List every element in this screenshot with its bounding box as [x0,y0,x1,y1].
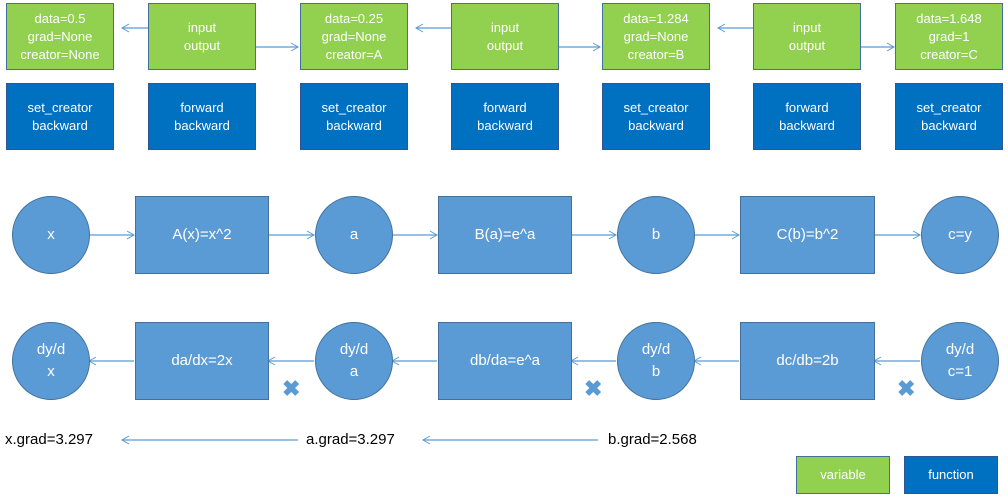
function-C-methods: forward backward [753,83,861,150]
method-set-creator: set_creator [623,99,689,115]
node-label-bottom: c=1 [947,363,973,380]
method-backward: backward [174,117,230,133]
function-C-input: input [792,19,822,35]
variable-c-methods: set_creator backward [895,83,1003,150]
method-forward: forward [483,99,527,115]
variable-x-methods: set_creator backward [6,83,114,150]
node-label-bottom: b [651,363,661,380]
variable-c-creator: creator=C [920,46,978,62]
backward-function-db-da: db/da=e^a [438,322,572,400]
x-grad-label: x.grad=3.297 [5,431,93,448]
function-B-output: output [486,37,524,53]
variable-a-methods: set_creator backward [300,83,408,150]
forward-function-C: C(b)=b^2 [740,196,875,274]
method-backward: backward [32,117,88,133]
node-label: x [47,226,55,243]
node-label: a [349,226,359,243]
multiply-icon: ✖ [897,376,916,401]
function-label: dc/db=2b [776,352,839,369]
function-B-box: input output [451,3,559,70]
method-set-creator: set_creator [27,99,93,115]
legend-function-label: function [928,467,974,482]
function-label: db/da=e^a [469,352,541,369]
variable-x-data: data=0.5 [34,10,86,26]
variable-b-creator: creator=B [627,46,685,62]
backward-node-dc: dy/d c=1 [921,322,999,400]
node-label-bottom: x [47,363,55,380]
node-label: c=y [948,226,972,243]
backward-node-db: dy/d b [617,322,695,400]
function-A-input: input [187,19,217,35]
variable-x-box: data=0.5 grad=None creator=None [6,3,114,70]
function-A-methods: forward backward [148,83,256,150]
variable-c-data: data=1.648 [916,10,982,26]
backward-function-da-dx: da/dx=2x [135,322,269,400]
method-backward: backward [628,117,684,133]
method-backward: backward [779,117,835,133]
a-grad-label: a.grad=3.297 [306,431,395,448]
method-set-creator: set_creator [321,99,387,115]
variable-b-box: data=1.284 grad=None creator=B [602,3,710,70]
forward-node-b: b [617,196,695,274]
node-label: b [651,226,661,243]
backward-function-dc-db: dc/db=2b [740,322,875,400]
variable-a-box: data=0.25 grad=None creator=A [300,3,408,70]
variable-b-data: data=1.284 [623,10,689,26]
backward-node-dx: dy/d x [12,322,90,400]
forward-node-a: a [315,196,393,274]
forward-node-x: x [12,196,90,274]
function-A-box: input output [148,3,256,70]
b-grad-label: b.grad=2.568 [608,431,697,448]
multiply-icon: ✖ [282,376,301,401]
variable-b-grad: grad=None [623,28,689,44]
node-label-top: dy/d [339,341,369,358]
variable-a-grad: grad=None [321,28,387,44]
function-C-box: input output [753,3,861,70]
node-label-top: dy/d [945,341,975,358]
function-A-output: output [183,37,221,53]
variable-a-data: data=0.25 [324,10,384,26]
node-label-top: dy/d [641,341,671,358]
method-backward: backward [477,117,533,133]
function-B-input: input [490,19,520,35]
function-label: C(b)=b^2 [776,226,839,243]
function-label: A(x)=x^2 [172,226,232,243]
forward-node-c: c=y [921,196,999,274]
function-B-methods: forward backward [451,83,559,150]
method-forward: forward [180,99,224,115]
variable-c-grad: grad=1 [928,28,970,44]
node-label-top: dy/d [36,341,66,358]
legend-variable-label: variable [820,467,866,482]
forward-function-B: B(a)=e^a [438,196,572,274]
variable-x-grad: grad=None [27,28,93,44]
backward-node-da: dy/d a [315,322,393,400]
method-forward: forward [785,99,829,115]
node-label-bottom: a [349,363,359,380]
function-label: B(a)=e^a [474,226,536,243]
method-set-creator: set_creator [916,99,982,115]
forward-function-A: A(x)=x^2 [135,196,269,274]
variable-b-methods: set_creator backward [602,83,710,150]
variable-c-box: data=1.648 grad=1 creator=C [895,3,1003,70]
variable-a-creator: creator=A [325,46,383,62]
multiply-icon: ✖ [584,376,603,401]
function-C-output: output [788,37,826,53]
legend-variable: variable [796,456,890,494]
variable-x-creator: creator=None [20,46,100,62]
function-label: da/dx=2x [171,352,233,369]
legend-function: function [904,456,998,494]
method-backward: backward [326,117,382,133]
method-backward: backward [921,117,977,133]
